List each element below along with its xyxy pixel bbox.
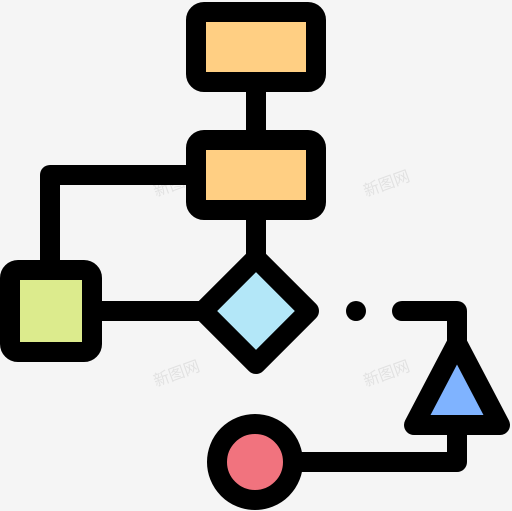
terminal-circle xyxy=(207,414,303,510)
connector-middle-to-square xyxy=(40,165,206,280)
connector-dot xyxy=(346,301,366,321)
decision-diamond xyxy=(193,248,319,374)
process-box-middle xyxy=(186,130,326,220)
terminal-triangle xyxy=(404,333,510,435)
process-square-left xyxy=(0,260,102,362)
process-box-top xyxy=(186,2,326,92)
connector-triangle-to-circle xyxy=(287,415,467,472)
